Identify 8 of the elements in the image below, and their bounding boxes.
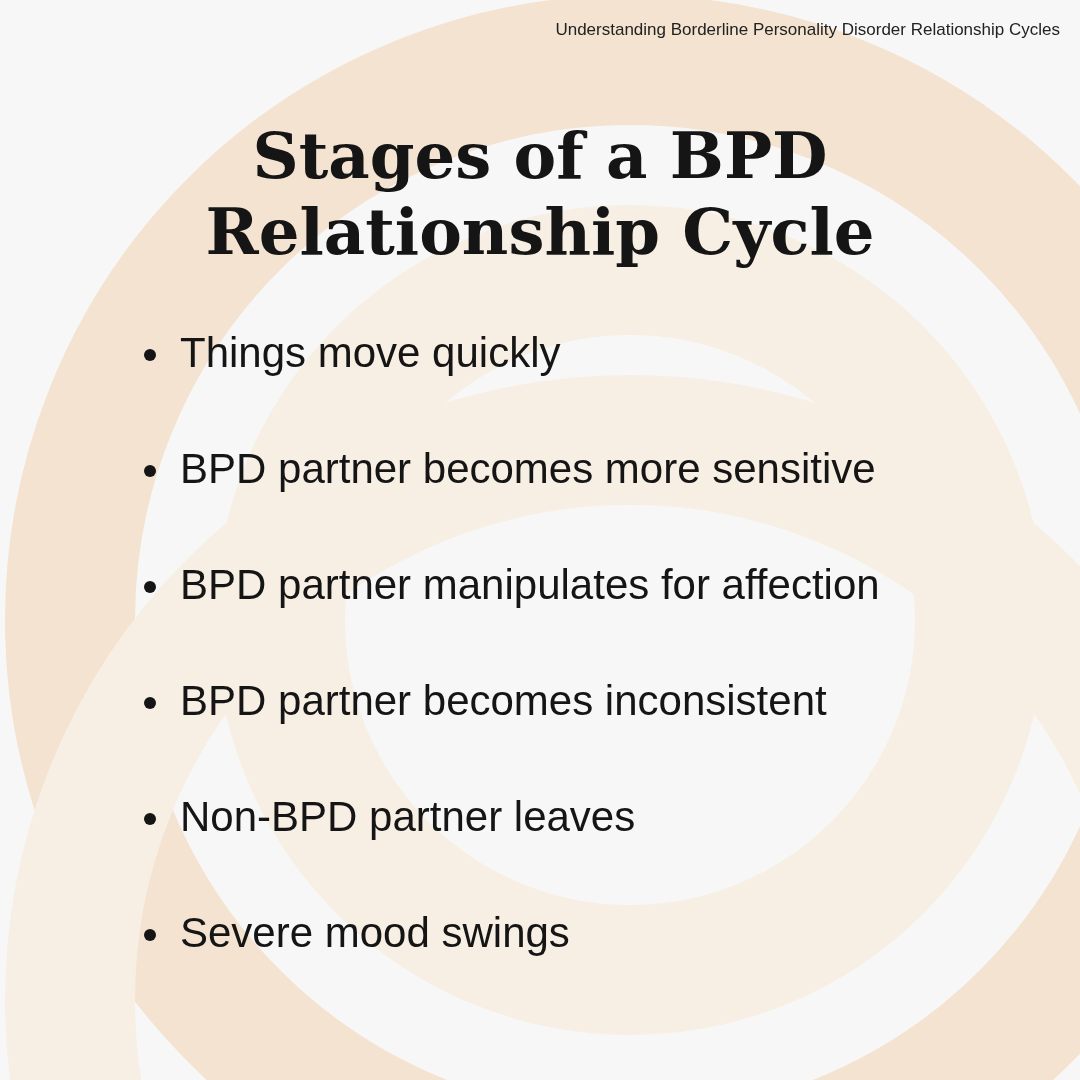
list-item-text: Non-BPD partner leaves: [180, 793, 636, 840]
list-item-text: BPD partner becomes inconsistent: [180, 677, 827, 724]
header-text: Understanding Borderline Personality Disorder Relationship Cycles: [555, 20, 1060, 40]
list-item-text: BPD partner manipulates for affection: [180, 561, 880, 608]
list-item-text: BPD partner becomes more sensitive: [180, 445, 876, 492]
list-item-text: Things move quickly: [180, 329, 561, 376]
list-item-text: Severe mood swings: [180, 909, 570, 956]
title: Stages of a BPD Relationship Cycle: [204, 118, 876, 270]
